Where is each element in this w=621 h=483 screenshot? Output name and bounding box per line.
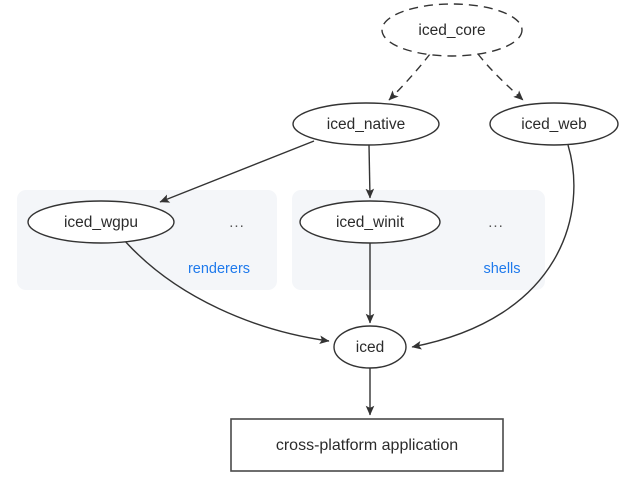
node-iced-native[interactable]: iced_native: [292, 102, 440, 146]
edge-iced-native-to-iced-wgpu: [159, 140, 315, 203]
node-iced[interactable]: iced: [333, 325, 407, 369]
group-renderers-label: renderers: [188, 261, 250, 277]
node-iced-native-shape[interactable]: [292, 102, 440, 146]
node-iced-web-label: iced_web: [521, 116, 587, 133]
node-iced-core-shape[interactable]: [381, 3, 523, 57]
renderers-more-icon: ...: [229, 214, 245, 231]
edge-iced-wgpu-to-iced: [123, 239, 330, 345]
edge-iced-native-to-iced-winit: [365, 144, 375, 199]
node-iced-winit[interactable]: iced_winit: [299, 200, 441, 244]
node-iced-wgpu-shape[interactable]: [27, 200, 175, 244]
group-shells-label: shells: [483, 261, 520, 277]
node-iced-winit-shape[interactable]: [299, 200, 441, 244]
node-iced-web[interactable]: iced_web: [489, 102, 619, 146]
node-iced-core-label: iced_core: [418, 22, 485, 39]
edge-iced-core-to-iced-native: [388, 53, 431, 101]
node-iced-winit-label: iced_winit: [336, 214, 405, 231]
node-iced-web-shape[interactable]: [489, 102, 619, 146]
node-iced-wgpu[interactable]: iced_wgpu: [27, 200, 175, 244]
node-iced-wgpu-label: iced_wgpu: [64, 214, 138, 231]
node-cross-platform-application[interactable]: cross-platform application: [230, 418, 504, 472]
node-iced-core[interactable]: iced_core: [381, 3, 523, 57]
shells-more-icon: ...: [488, 214, 504, 231]
node-cross-platform-application-label: cross-platform application: [276, 437, 458, 454]
edge-iced-core-to-iced-web: [477, 53, 524, 101]
node-iced-shape[interactable]: [333, 325, 407, 369]
node-iced-native-label: iced_native: [327, 116, 405, 133]
edge-iced-web-to-iced: [411, 144, 575, 350]
node-iced-label: iced: [356, 339, 384, 356]
node-cross-platform-application-shape[interactable]: [230, 418, 504, 472]
